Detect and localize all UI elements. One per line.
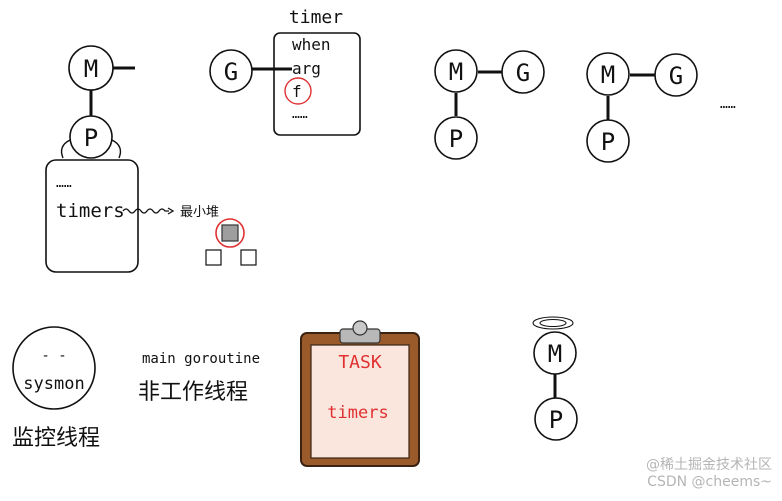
arrow-head bbox=[167, 207, 175, 215]
heap-child-right bbox=[240, 249, 257, 266]
heap-label: 最小堆 bbox=[180, 205, 219, 220]
more-ellipsis: …… bbox=[720, 97, 736, 112]
m-node bbox=[434, 49, 478, 93]
p-node-label: P bbox=[449, 125, 463, 153]
g-node-label: G bbox=[669, 62, 683, 90]
sysmon-label: sysmon bbox=[23, 374, 84, 394]
p-node-label: P bbox=[549, 406, 563, 434]
m-node-label: M bbox=[84, 55, 98, 83]
sysmon-eyes: - - bbox=[41, 348, 66, 364]
p-node bbox=[69, 115, 113, 159]
g-node-label: G bbox=[516, 59, 530, 87]
halo-ring-inner bbox=[539, 318, 567, 328]
watermark: @稀土掘金技术社区 CSDN @cheems~ bbox=[646, 457, 772, 490]
p-node-label: P bbox=[601, 128, 615, 156]
g-node bbox=[501, 50, 545, 94]
handle-right bbox=[111, 139, 122, 159]
sysmon-face bbox=[12, 326, 96, 410]
task-item: timers bbox=[327, 403, 388, 423]
p-node bbox=[434, 116, 478, 160]
clipboard-clip-knob bbox=[352, 320, 368, 336]
timers-label: timers bbox=[56, 200, 125, 222]
timer-struct-box bbox=[273, 32, 361, 136]
p-node bbox=[534, 397, 578, 441]
mp-group-1: M P …… timers 最小堆 bbox=[45, 45, 257, 273]
squiggle-arrow bbox=[122, 208, 169, 214]
g-node bbox=[654, 53, 698, 97]
m-node-label: M bbox=[601, 61, 615, 89]
p-local-box bbox=[45, 159, 139, 273]
task-title: TASK bbox=[338, 352, 382, 373]
timer-field-arg: arg bbox=[292, 59, 321, 78]
handle-left bbox=[60, 139, 71, 159]
heap-root-node bbox=[221, 224, 239, 242]
m-node bbox=[68, 45, 114, 91]
main-goroutine-label: main goroutine bbox=[142, 351, 260, 367]
g-node bbox=[209, 49, 253, 93]
halo-ring-outer bbox=[532, 316, 574, 330]
timer-field-f: f bbox=[292, 82, 302, 101]
p-node bbox=[586, 119, 630, 163]
m-node bbox=[533, 331, 577, 375]
mgp-group-2: M G P bbox=[434, 49, 545, 160]
sysmon-caption: 监控线程 bbox=[12, 426, 100, 451]
m-node bbox=[586, 52, 630, 96]
timer-struct-group: timer G when arg f …… bbox=[209, 7, 361, 136]
idle-mp-group: M P bbox=[532, 316, 578, 441]
timer-field-when: when bbox=[292, 35, 331, 54]
heap-child-left bbox=[205, 249, 222, 266]
p-box-ellipsis: …… bbox=[56, 176, 72, 191]
clipboard-paper bbox=[310, 344, 410, 459]
p-node-label: P bbox=[84, 124, 98, 152]
main-goroutine-caption: 非工作线程 bbox=[138, 380, 248, 405]
timer-field-more: …… bbox=[292, 107, 308, 122]
sysmon-group: - - sysmon 监控线程 bbox=[12, 326, 100, 451]
m-node-label: M bbox=[449, 58, 463, 86]
task-clipboard: TASK timers bbox=[300, 320, 420, 467]
m-node-label: M bbox=[548, 340, 562, 368]
g-node-label: G bbox=[224, 58, 238, 86]
mgp-group-3: M G P bbox=[586, 52, 698, 163]
timer-title: timer bbox=[289, 7, 343, 28]
timer-field-f-highlight bbox=[284, 77, 312, 105]
